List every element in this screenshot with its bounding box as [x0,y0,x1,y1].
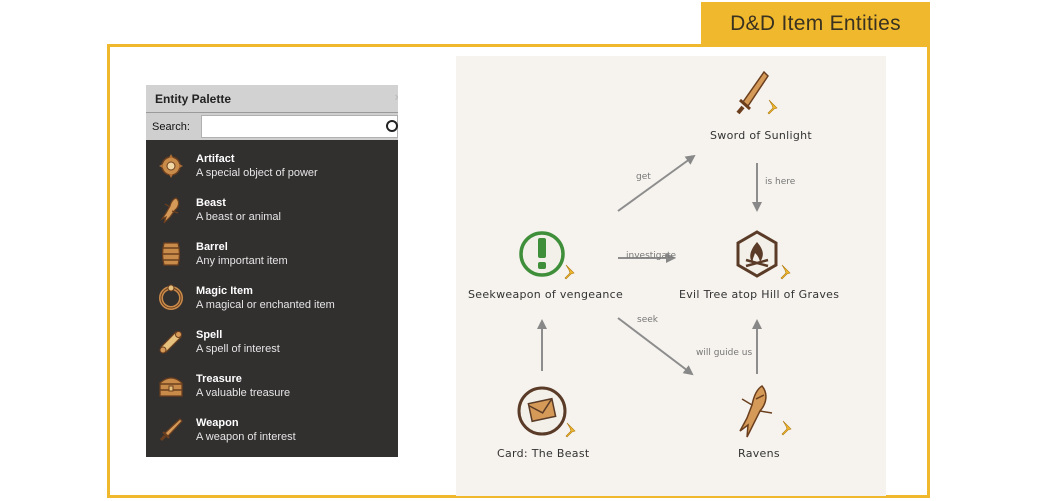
node-card[interactable] [516,383,582,441]
palette-item-name: Magic Item [196,284,335,298]
palette-item-name: Artifact [196,152,318,166]
palette-item-desc: A weapon of interest [196,430,296,444]
search-icon[interactable] [386,120,398,132]
pin-icon [566,423,575,437]
palette-item-barrel[interactable]: Barrel Any important item [146,232,398,276]
close-icon[interactable]: × [395,92,398,104]
palette-item-name: Barrel [196,240,288,254]
palette-item-desc: A magical or enchanted item [196,298,335,312]
edge-label-get: get [636,172,651,182]
pin-icon [782,421,791,435]
palette-list: Artifact A special object of power Beast… [146,140,398,452]
node-tree[interactable] [732,229,794,285]
palette-item-magic-item[interactable]: Magic Item A magical or enchanted item [146,276,398,320]
palette-item-beast[interactable]: Beast A beast or animal [146,188,398,232]
palette-item-weapon[interactable]: Weapon A weapon of interest [146,408,398,452]
graph-canvas[interactable]: Sword of Sunlight Seekweapon of vengeanc… [456,56,886,496]
palette-item-treasure[interactable]: Treasure A valuable treasure [146,364,398,408]
edge-label-seek: seek [637,315,658,325]
weapon-icon [155,414,187,446]
node-ravens[interactable] [734,383,798,441]
search-row: Search: [146,113,398,140]
edge-seek [618,318,692,374]
barrel-icon [155,238,187,270]
card-icon [516,383,582,441]
edge-get [618,156,694,211]
palette-item-spell[interactable]: Spell A spell of interest [146,320,398,364]
node-quest[interactable] [518,229,580,285]
treasure-icon [155,370,187,402]
artifact-icon [155,150,187,182]
node-sword[interactable] [732,68,782,122]
search-label: Search: [152,121,201,133]
beast-icon [734,383,798,441]
node-label-quest: Seekweapon of vengeance [468,288,623,301]
palette-item-desc: Any important item [196,254,288,268]
campfire-icon [732,229,794,285]
palette-item-name: Weapon [196,416,296,430]
palette-item-desc: A beast or animal [196,210,281,224]
edge-label-investigate: investigate [626,251,676,261]
palette-title: Entity Palette [155,92,231,106]
quest-icon [518,229,580,285]
pin-icon [781,265,790,279]
node-label-sword: Sword of Sunlight [710,129,812,142]
beast-icon [155,194,187,226]
magic-item-icon [155,282,187,314]
palette-item-name: Beast [196,196,281,210]
palette-item-desc: A valuable treasure [196,386,290,400]
edge-label-is-here: is here [765,177,795,187]
spell-icon [155,326,187,358]
palette-item-name: Treasure [196,372,290,386]
node-label-tree: Evil Tree atop Hill of Graves [679,288,839,301]
edge-label-will-guide-us: will guide us [696,348,752,358]
palette-item-artifact[interactable]: Artifact A special object of power [146,144,398,188]
page-title: D&D Item Entities [701,2,930,45]
entity-palette: Entity Palette × Search: Artifact [146,85,398,457]
search-input[interactable] [201,115,398,138]
palette-item-desc: A spell of interest [196,342,280,356]
palette-header: Entity Palette × [146,85,398,113]
palette-item-name: Spell [196,328,280,342]
palette-item-desc: A special object of power [196,166,318,180]
pin-icon [565,265,574,279]
node-label-card: Card: The Beast [497,447,590,460]
sword-icon [732,68,782,122]
node-label-ravens: Ravens [738,447,780,460]
pin-icon [768,100,777,114]
